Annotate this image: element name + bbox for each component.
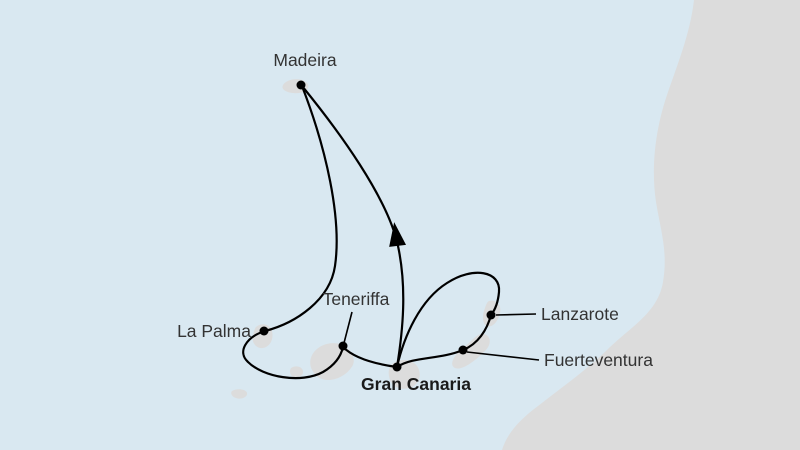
port-label-gran-canaria: Gran Canaria [361,374,471,394]
port-dot-fuerteventura [458,345,468,355]
port-label-fuerteventura: Fuerteventura [544,350,653,370]
route-teneriffa-to-gran-canaria [341,345,399,369]
route-gran-canaria-to-madeira [300,84,405,369]
port-dot-gran-canaria [392,362,402,372]
route-madeira-to-la-palma [263,84,338,333]
leader-line-teneriffa [343,311,353,344]
port-dot-lanzarote [486,310,496,320]
port-label-teneriffa: Teneriffa [323,289,390,309]
route-gran-canaria-to-lanzarote [395,271,501,369]
la-gomera-island [290,366,304,378]
leader-line-lanzarote [495,313,537,316]
port-dot-teneriffa [338,341,348,351]
port-dot-madeira [296,80,306,90]
port-dot-la-palma [259,326,269,336]
fuerteventura-island [452,333,490,369]
port-label-madeira: Madeira [273,50,336,70]
route-la-palma-loop-to-teneriffa [242,329,345,380]
port-label-lanzarote: Lanzarote [541,304,619,324]
africa-coast [502,0,800,450]
el-hierro-island [231,389,248,399]
leader-line-fuerteventura [466,351,540,361]
port-label-la-palma: La Palma [177,321,251,341]
teneriffa-island [310,343,354,381]
route-direction-arrow [389,222,407,247]
